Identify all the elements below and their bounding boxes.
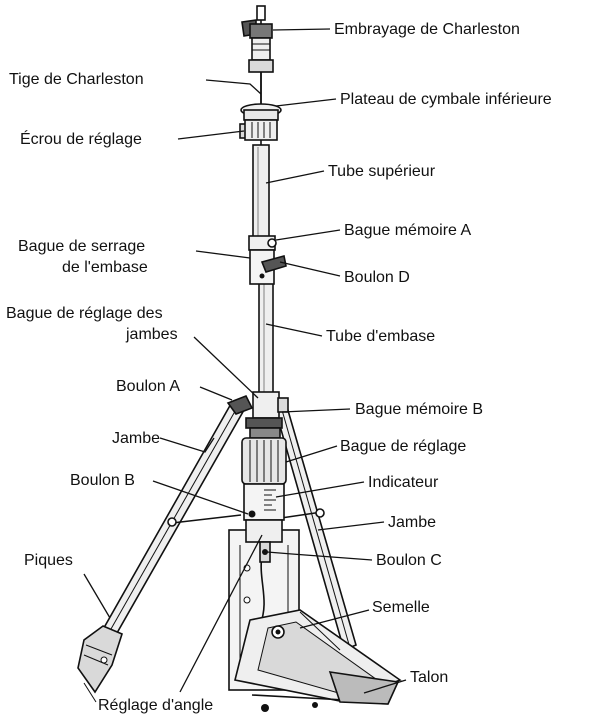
label-heel: Talon xyxy=(410,669,448,686)
top-tube-drawing xyxy=(253,145,269,250)
leader-bolt-d xyxy=(280,262,340,276)
indicator-drawing xyxy=(244,484,284,520)
label-base-clamp-line1: Bague de serrage xyxy=(18,238,145,255)
leader-indicator xyxy=(276,482,364,497)
leader-spikes xyxy=(84,574,110,618)
leader-hihat-rod xyxy=(206,80,261,94)
label-leg-adjust-line2: jambes xyxy=(125,326,178,343)
label-hihat-clutch: Embrayage de Charleston xyxy=(334,21,520,38)
leader-cymbal-seat xyxy=(276,99,336,106)
label-base-tube: Tube d'embase xyxy=(326,328,435,345)
label-indicator: Indicateur xyxy=(368,474,439,491)
label-memory-lock-b: Bague mémoire B xyxy=(355,401,483,418)
label-bolt-c: Boulon C xyxy=(376,552,442,569)
leader-adjust-nut xyxy=(178,131,244,139)
label-memory-lock-a: Bague mémoire A xyxy=(344,222,472,239)
label-leg-left: Jambe xyxy=(112,430,160,447)
leader-base-clamp xyxy=(196,251,250,258)
label-adjust-ring: Bague de réglage xyxy=(340,438,466,455)
leader-memory-lock-a xyxy=(276,230,340,240)
label-hihat-rod: Tige de Charleston xyxy=(9,71,144,88)
hihat-stand-illustration xyxy=(78,6,400,712)
base-clamp-drawing xyxy=(250,250,286,284)
memory-lock-a-drawing xyxy=(249,236,276,250)
label-adjust-nut: Écrou de réglage xyxy=(20,129,142,148)
label-bolt-a: Boulon A xyxy=(116,378,180,395)
leader-leg-right xyxy=(318,522,384,530)
pedal-footboard xyxy=(235,610,400,712)
label-bolt-b: Boulon B xyxy=(70,472,135,489)
leader-base-tube xyxy=(266,324,322,336)
label-leg-right: Jambe xyxy=(388,514,436,531)
label-angle-adjust: Réglage d'angle xyxy=(98,697,213,714)
label-footboard: Semelle xyxy=(372,599,430,616)
label-spikes: Piques xyxy=(24,552,73,569)
label-bolt-d: Boulon D xyxy=(344,269,410,286)
leader-hihat-clutch xyxy=(273,29,330,30)
leader-bolt-a xyxy=(200,387,232,400)
leader-leg-left xyxy=(160,438,214,452)
adjust-ring-drawing xyxy=(242,438,286,484)
cymbal-seat-drawing xyxy=(240,104,281,140)
label-bottom-cymbal-seat: Plateau de cymbale inférieure xyxy=(340,91,552,108)
label-leg-adjust-line1: Bague de réglage des xyxy=(6,305,163,322)
leader-top-tube xyxy=(266,171,324,183)
spike-foot xyxy=(78,626,122,702)
label-base-clamp-line2: de l'embase xyxy=(62,259,148,276)
label-top-tube: Tube supérieur xyxy=(328,163,436,180)
leader-memory-lock-b xyxy=(282,409,350,412)
